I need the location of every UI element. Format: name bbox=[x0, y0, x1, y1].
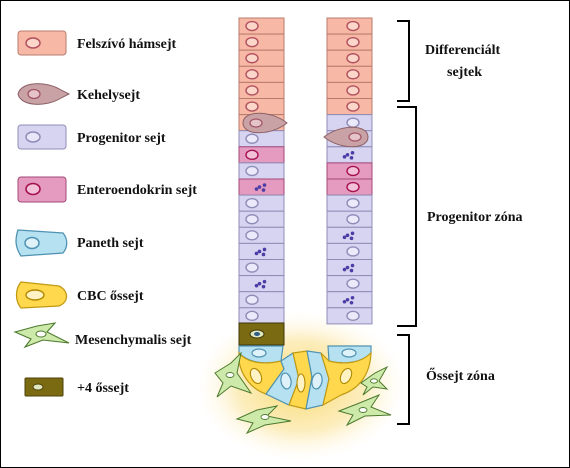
felszivo-cell bbox=[326, 33, 373, 51]
zone-label-progenitor: Progenitor zóna bbox=[427, 210, 523, 225]
progenitor-cell bbox=[326, 291, 373, 309]
legend: Felszívó hámsejt Kehelysejt Progenitor s… bbox=[13, 30, 197, 397]
progenitor-cell bbox=[326, 275, 373, 293]
felszivo-cell bbox=[326, 65, 373, 83]
crypt-base bbox=[238, 345, 372, 410]
legend-item-paneth: Paneth sejt bbox=[15, 229, 144, 257]
progenitor-cell bbox=[238, 210, 285, 228]
legend-label-mesenchymal: Mesenchymalis sejt bbox=[75, 333, 192, 348]
legend-item-entero: Enteroendokrin sejt bbox=[17, 176, 197, 203]
goblet-cell-icon bbox=[17, 83, 71, 105]
felszivo-cell bbox=[238, 17, 285, 35]
progenitor-cell bbox=[238, 162, 285, 180]
kehely-cell bbox=[323, 126, 369, 148]
progenitor-cell bbox=[238, 307, 285, 325]
legend-label-kehely: Kehelysejt bbox=[77, 88, 140, 103]
legend-label-entero: Enteroendokrin sejt bbox=[77, 183, 197, 198]
paneth-cell-icon bbox=[15, 229, 68, 257]
legend-item-plus4: +4 őssejt bbox=[24, 377, 129, 397]
legend-label-paneth: Paneth sejt bbox=[77, 236, 144, 251]
cbc-stem-cell-icon bbox=[15, 281, 68, 309]
legend-label-progenitor: Progenitor sejt bbox=[77, 131, 166, 146]
kehely-cell bbox=[242, 112, 288, 134]
legend-item-kehely: Kehelysejt bbox=[17, 83, 140, 105]
progenitor-cell bbox=[326, 226, 373, 244]
progenitor-cell bbox=[326, 114, 373, 132]
entero-cell bbox=[238, 178, 285, 196]
plus4-stem-cell-icon bbox=[24, 377, 64, 397]
entero-cell bbox=[238, 146, 285, 164]
zone-label-differentiated-line1: Differenciált bbox=[425, 43, 500, 58]
legend-item-progenitor: Progenitor sejt bbox=[17, 124, 166, 150]
legend-item-felszivo: Felszívó hámsejt bbox=[17, 30, 176, 56]
right-cell-column bbox=[323, 17, 373, 325]
bracket-stem bbox=[397, 334, 410, 425]
progenitor-cell bbox=[326, 242, 373, 260]
progenitor-cell bbox=[238, 194, 285, 212]
zone-label-stem: Őssejt zóna bbox=[426, 367, 495, 384]
felszivo-cell bbox=[238, 33, 285, 51]
legend-label-felszivo: Felszívó hámsejt bbox=[77, 37, 176, 52]
progenitor-cell bbox=[326, 307, 373, 325]
enteroendocrine-cell-icon bbox=[17, 176, 67, 203]
entero-cell bbox=[326, 178, 373, 196]
progenitor-cell-icon bbox=[17, 124, 67, 150]
felszivo-cell bbox=[326, 49, 373, 67]
progenitor-cell bbox=[238, 259, 285, 277]
entero-cell bbox=[326, 162, 373, 180]
absorptive-cell-icon bbox=[17, 30, 67, 56]
felszivo-cell bbox=[238, 98, 285, 116]
mesenchymal-cell-icon bbox=[13, 322, 70, 349]
progenitor-cell bbox=[326, 146, 373, 164]
legend-label-plus4: +4 őssejt bbox=[77, 381, 129, 396]
bracket-progenitor bbox=[397, 106, 417, 327]
left-cell-column bbox=[238, 17, 288, 325]
crypt-illustration bbox=[196, 17, 406, 461]
progenitor-cell bbox=[238, 242, 285, 260]
bracket-differentiated bbox=[397, 20, 410, 102]
mesenchymal-nuclei bbox=[225, 372, 378, 420]
plus4-stem-cell bbox=[238, 322, 285, 346]
felszivo-cell bbox=[238, 49, 285, 67]
progenitor-cell bbox=[326, 259, 373, 277]
felszivo-cell bbox=[238, 65, 285, 83]
felszivo-cell bbox=[238, 81, 285, 100]
zone-label-differentiated-line2: sejtek bbox=[447, 65, 482, 80]
progenitor-cell bbox=[326, 210, 373, 228]
felszivo-cell bbox=[326, 17, 373, 35]
felszivo-cell bbox=[326, 81, 373, 100]
progenitor-cell bbox=[238, 226, 285, 244]
progenitor-cell bbox=[238, 275, 285, 293]
felszivo-cell bbox=[326, 98, 373, 116]
legend-label-cbc: CBC őssejt bbox=[77, 289, 144, 304]
legend-item-mesenchymal: Mesenchymalis sejt bbox=[13, 322, 192, 349]
zone-brackets bbox=[397, 20, 417, 425]
progenitor-cell bbox=[326, 194, 373, 212]
progenitor-cell bbox=[238, 291, 285, 309]
progenitor-cell bbox=[238, 130, 285, 148]
legend-item-cbc: CBC őssejt bbox=[15, 281, 144, 309]
